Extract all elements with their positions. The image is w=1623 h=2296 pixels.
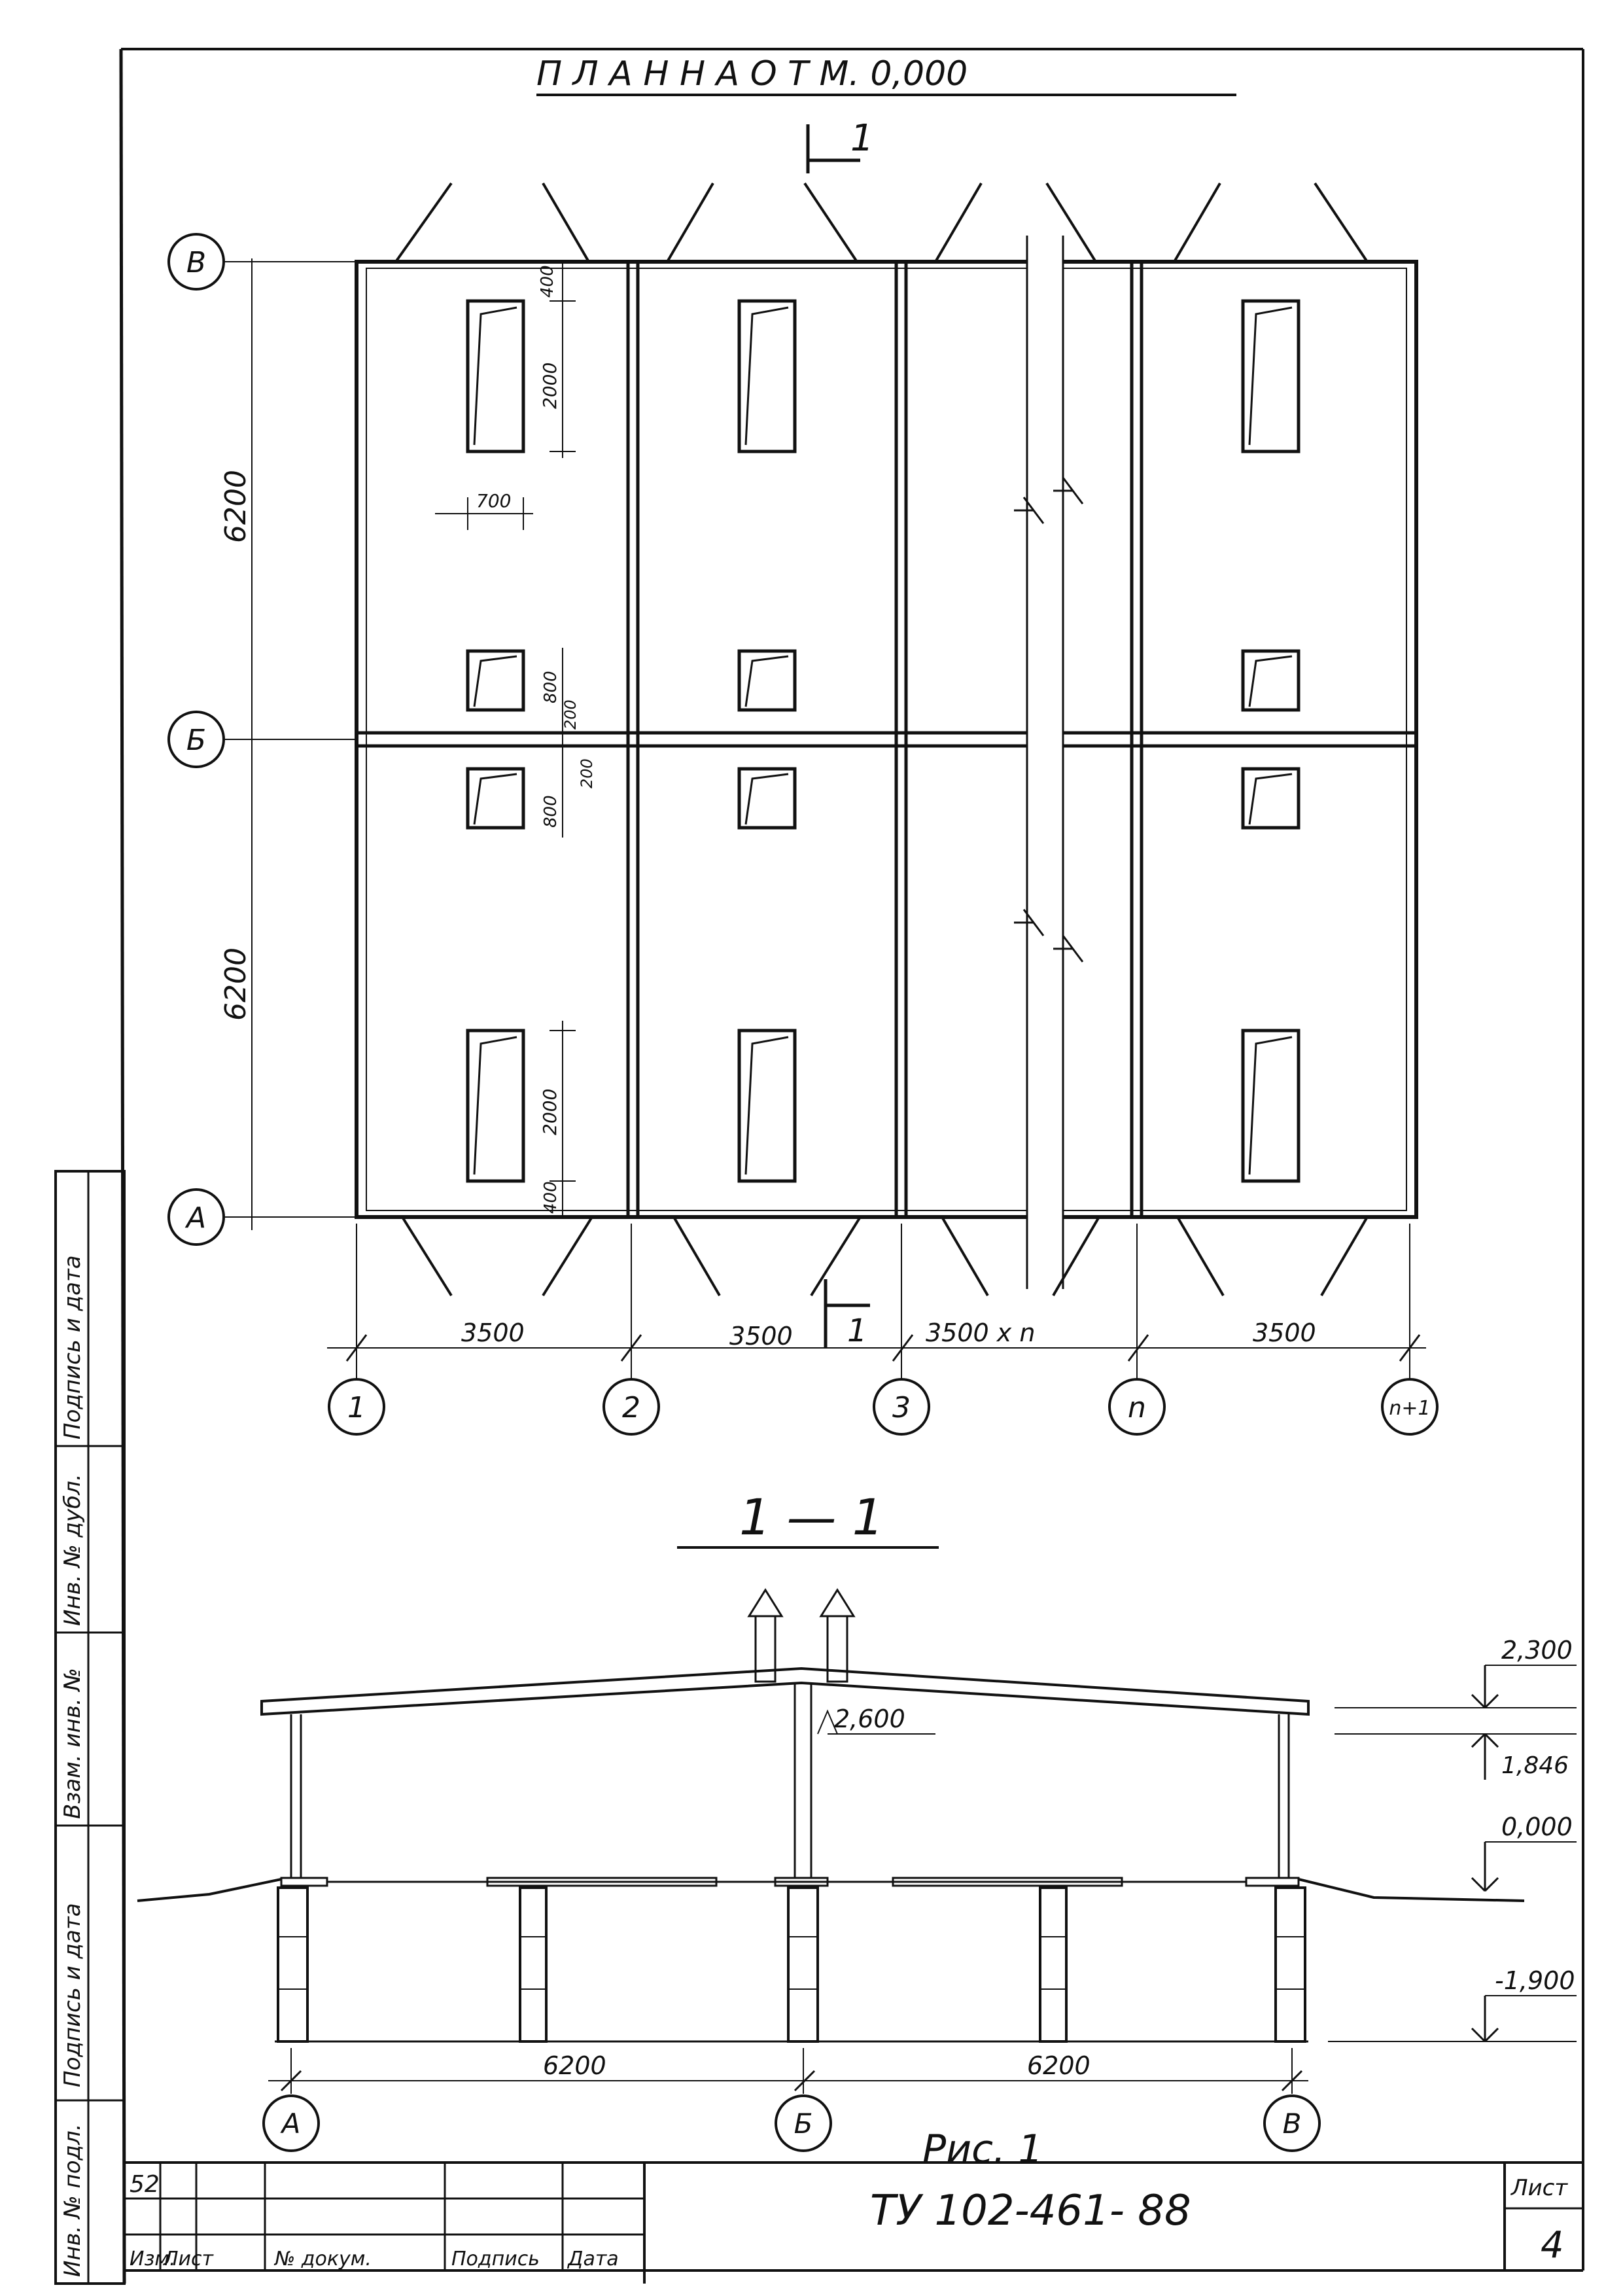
section-roof [260, 1667, 1310, 1716]
side-stamp-sign-date-1: Подпись и дата [60, 1903, 86, 2087]
section-axis-bubble-b: Б [775, 2094, 832, 2152]
level-roof-top: 2,300 [1501, 1636, 1573, 1665]
section-dim-2: 6200 [1027, 2051, 1091, 2080]
section-title: 1 — 1 [739, 1488, 884, 1546]
axis-bubble-col-n-plus-1: n+1 [1381, 1378, 1439, 1436]
tb-sheet-number: 4 [1541, 2224, 1564, 2267]
plan-col-dimension-line [327, 1224, 1426, 1381]
section-axis-label-a: А [280, 2108, 301, 2140]
tb-header-izm: Изм. [130, 2248, 176, 2270]
sheet-frame [119, 48, 1584, 2284]
axis-label-col-n: n [1128, 1391, 1146, 1424]
section-marker-bottom-label: 1 [847, 1313, 867, 1349]
axis-bubble-col-2: 2 [602, 1378, 660, 1436]
section-marker-top: 1 [806, 117, 874, 173]
tb-document-code: ТУ 102-461- 88 [870, 2187, 1191, 2235]
section-axis-bubble-v: В [1263, 2094, 1321, 2152]
plan-windows [466, 299, 1300, 1183]
plan-eaves-lines [394, 182, 1369, 1297]
plan-walls [355, 260, 1418, 1219]
section-piers [275, 1886, 1308, 2043]
tb-header-date: Дата [567, 2248, 619, 2270]
level-floor: 0,000 [1501, 1812, 1573, 1841]
axis-bubble-col-3: 3 [873, 1378, 930, 1436]
dim-small-window-height-lower: 800 [541, 795, 561, 828]
dim-window-top-gap: 400 [538, 265, 557, 298]
dim-row-upper: 6200 [219, 470, 253, 543]
section-axis-label-b: Б [794, 2108, 813, 2140]
dim-row-lower: 6200 [219, 947, 253, 1021]
section-walls [290, 1683, 1290, 1878]
side-stamp-sign-date-2: Подпись и дата [60, 1255, 86, 1439]
plan-break-gap [1014, 236, 1084, 1289]
level-foundation: -1,900 [1495, 1966, 1575, 1995]
axis-label-col-2: 2 [622, 1391, 640, 1424]
section-dim-1: 6200 [543, 2051, 606, 2080]
tb-sheet-label: Лист [1510, 2175, 1568, 2201]
side-stamp [54, 1170, 126, 2285]
figure-caption: Рис. 1 [922, 2127, 1043, 2172]
axis-label-col-1: 1 [347, 1391, 366, 1424]
section-dimension-line [268, 2048, 1308, 2094]
section-marker-top-label: 1 [850, 117, 874, 160]
axis-bubble-row-v: В [167, 233, 357, 291]
vent-pipes [747, 1588, 856, 1683]
level-eave: 1,846 [1501, 1752, 1569, 1779]
axis-label-row-a: А [184, 1201, 206, 1235]
dim-window-height-upper: 2000 [539, 362, 561, 409]
side-stamp-inv-dubl: Инв. № дубл. [60, 1474, 86, 1626]
level-ridge: 2,600 [834, 1704, 905, 1733]
tb-header-doc: № докум. [273, 2248, 372, 2270]
dim-window-bottom-gap: 400 [541, 1181, 561, 1214]
dim-col-2: 3500 [729, 1322, 793, 1351]
axis-bubble-col-n: n [1108, 1378, 1166, 1436]
axis-bubble-row-a: А [167, 1188, 357, 1246]
axis-label-row-b: Б [186, 724, 206, 757]
tb-handwritten-number: 52 [130, 2171, 160, 2198]
dim-window-height-lower: 2000 [539, 1089, 561, 1135]
section-marker-bottom: 1 [824, 1279, 870, 1349]
side-stamp-vzam-inv: Взам. инв. № [60, 1668, 86, 1819]
side-stamp-inv-podl: Инв. № подл. [60, 2123, 86, 2277]
dim-col-4: 3500 [1253, 1318, 1316, 1347]
axis-label-col-n-plus-1: n+1 [1389, 1397, 1430, 1420]
window-dimension-lines [435, 262, 576, 1217]
section-axis-bubble-a: А [262, 2094, 320, 2152]
axis-label-row-v: В [186, 246, 206, 279]
axis-label-col-3: 3 [892, 1391, 911, 1424]
plan-row-dimension-line [236, 258, 268, 1230]
axis-bubble-col-1: 1 [328, 1378, 385, 1436]
level-marks [817, 1665, 1577, 2043]
dim-col-1: 3500 [461, 1318, 525, 1347]
dim-small-window-gap-lower: 200 [578, 758, 596, 788]
dim-col-3: 3500 x n [926, 1318, 1035, 1347]
section-floor [137, 1877, 1525, 1902]
dim-window-width: 700 [476, 490, 511, 512]
section-axis-label-v: В [1283, 2108, 1302, 2140]
dim-small-window-gap-upper: 200 [561, 699, 580, 730]
plan-title: П Л А Н Н А О Т М. 0,000 [536, 54, 968, 94]
title-block [124, 2161, 1583, 2284]
axis-bubble-row-b: Б [167, 711, 357, 768]
dim-small-window-height-upper: 800 [541, 671, 561, 703]
tb-header-list: Лист [163, 2248, 215, 2270]
tb-header-sign: Подпись [451, 2248, 540, 2270]
